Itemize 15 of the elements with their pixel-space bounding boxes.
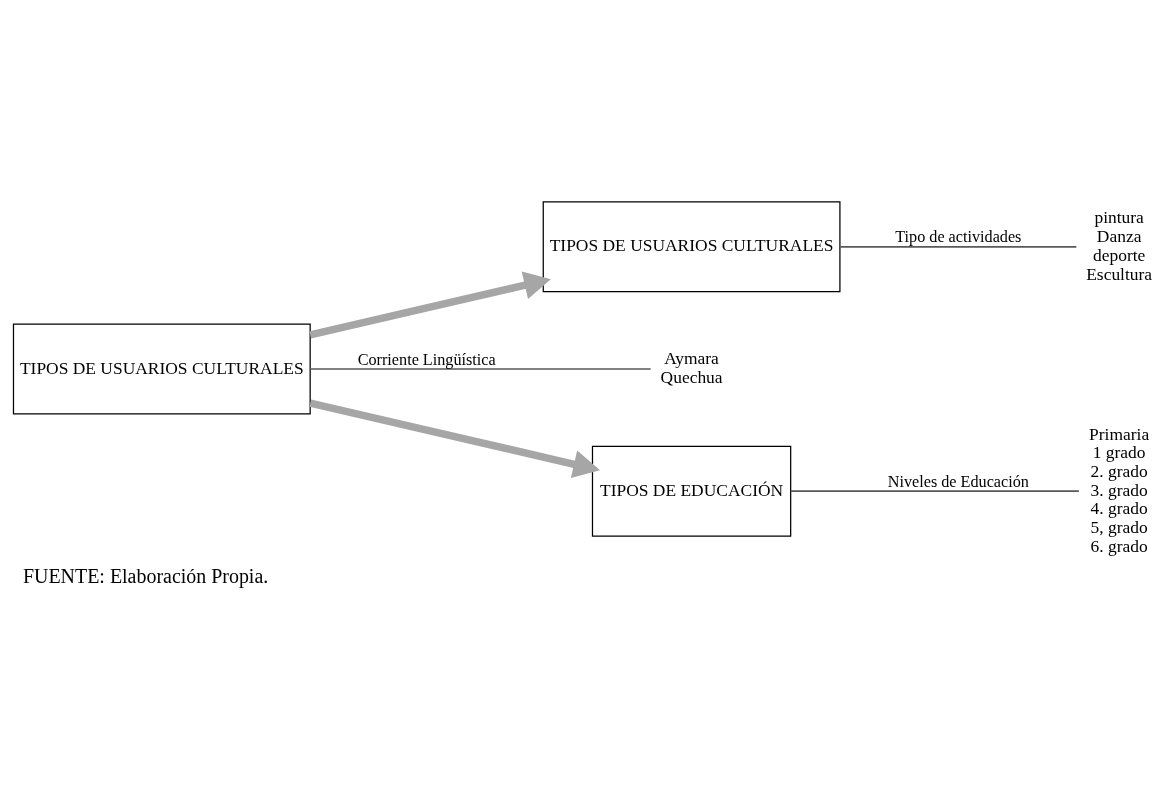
arrow	[309, 399, 601, 478]
caption: FUENTE: Elaboración Propia.	[22, 564, 269, 587]
node-text: pintura Danza deporte Escultura	[1086, 207, 1153, 284]
node-text: Primaria 1 grado 2. grado 3. grado 4. grado 5, grado 6. grado	[1089, 423, 1150, 556]
node-box: TIPOS DE USUARIOS CULTURALES	[542, 201, 841, 293]
edge-label: Corriente Lingüística	[357, 350, 496, 369]
connector	[309, 368, 652, 370]
node-box: TIPOS DE EDUCACIÓN	[591, 445, 792, 537]
edge-label: Niveles de Educación	[887, 472, 1029, 491]
connector	[790, 490, 1080, 492]
node-box: TIPOS DE USUARIOS CULTURALES	[12, 323, 311, 415]
arrow	[309, 271, 551, 339]
node-text: Aymara Quechua	[660, 348, 723, 387]
connector	[839, 246, 1078, 248]
edge-label: Tipo de actividades	[895, 228, 1022, 247]
